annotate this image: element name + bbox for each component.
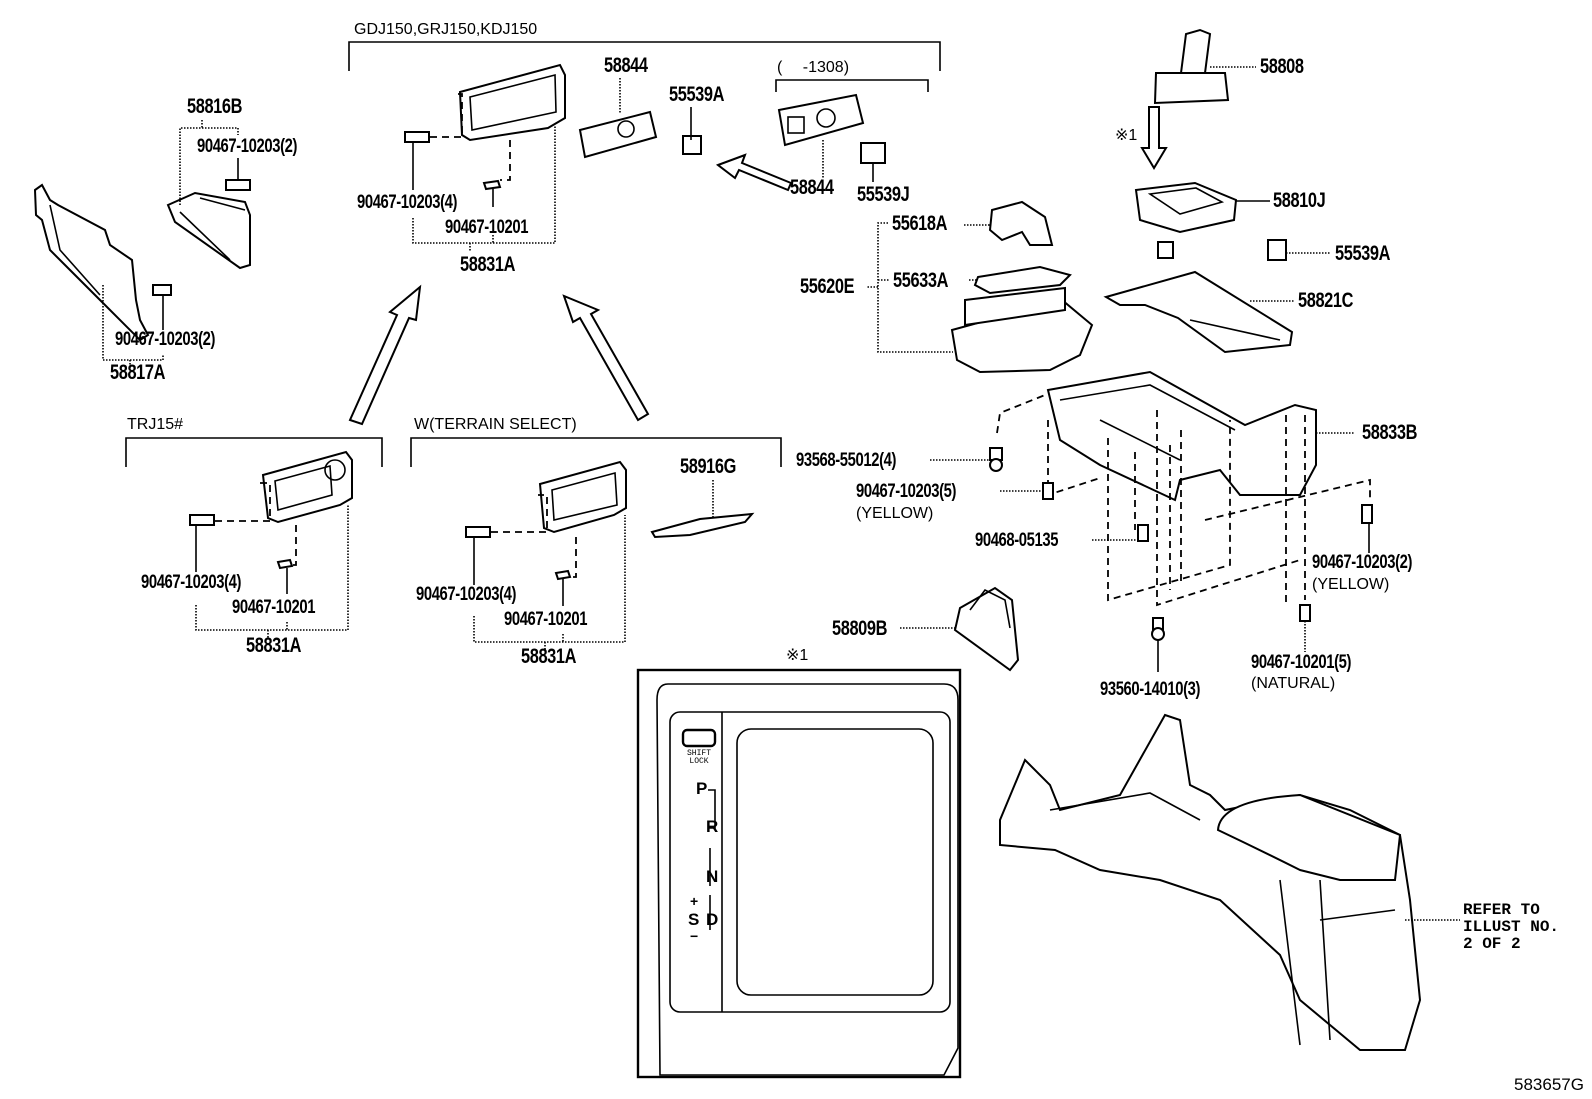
part-label-58844[interactable]: 58844 [604,54,648,77]
arrow-up-right-icon [348,284,422,426]
part-label-55539A[interactable]: 55539A [1335,242,1391,265]
part-label-58916G[interactable]: 58916G [680,455,736,478]
part-58916G-drawing [650,512,755,539]
part-58833B-drawing [1046,370,1317,502]
gear-p: P [696,779,708,798]
part-58844-b-drawing [777,93,865,147]
group-bracket-trj15 [125,437,383,467]
part-label-90467-10201[interactable]: 90467-10201 [445,217,529,238]
part-label-90467-10203-2-yellow[interactable]: 90467-10203(2) [1312,552,1413,573]
part-label-58831A[interactable]: 58831A [521,645,577,668]
part-label-90467-10201[interactable]: 90467-10201 [232,597,316,618]
part-58817A-drawing [33,183,150,342]
part-label-58810J[interactable]: 58810J [1273,189,1326,212]
illustration-code: 583657G [1514,1075,1584,1094]
gear-r: R [706,817,719,836]
group-label-terrain: W(TERRAIN SELECT) [414,416,577,433]
part-label-90467-10203-4[interactable]: 90467-10203(4) [357,192,458,213]
part-label-58817A[interactable]: 58817A [110,361,166,384]
shift-panel-detail [636,668,962,1079]
part-58816B-drawing [166,191,251,270]
part-label-58831A[interactable]: 58831A [460,253,516,276]
part-label-90467-10203-4[interactable]: 90467-10203(4) [141,572,242,593]
part-label-90467-10203-4[interactable]: 90467-10203(4) [416,584,517,605]
part-58821C-drawing [1103,270,1294,354]
part-label-55539J[interactable]: 55539J [857,183,910,206]
part-58810J-drawing [1134,181,1238,259]
fastener-90468 [1137,524,1149,542]
part-clip-58816B [225,179,251,191]
group-bracket-terrain [410,437,782,467]
gear-s: S [688,910,700,929]
part-label-55620E[interactable]: 55620E [800,275,855,298]
part-label-90467-10203-2[interactable]: 90467-10203(2) [115,329,216,350]
group-bracket-date-range [775,79,929,92]
fastener-93568 [989,447,1003,472]
part-label-58833B[interactable]: 58833B [1362,421,1418,444]
part-label-58809B[interactable]: 58809B [832,617,888,640]
shift-lock-button [681,728,717,748]
fastener-dash-lines [996,394,1371,607]
gear-plus: + [690,893,699,909]
part-label-58808[interactable]: 58808 [1260,55,1304,78]
gear-n: N [706,867,719,886]
part-label-90467-10203-5[interactable]: 90467-10203(5) [856,481,957,502]
group-label-trj15: TRJ15# [127,416,184,433]
leader-58831A-top [412,125,556,244]
gear-minus: − [690,928,699,944]
part-label-55539A[interactable]: 55539A [669,83,725,106]
part-label-90467-10201-5[interactable]: 90467-10201(5) [1251,652,1352,673]
part-label-93568-55012[interactable]: 93568-55012(4) [796,450,897,471]
part-55620E-drawing [950,286,1094,374]
leader-58817A [102,285,164,361]
part-58831A-top-drawing [404,63,566,191]
part-55539A-a-drawing [682,135,702,155]
leader-58816B [179,127,239,205]
shift-lock-label: SHIFT LOCK [687,749,712,767]
detail-ref-marker: ※1 [1115,127,1138,144]
fastener-90467-10203-2-yellow [1361,504,1373,524]
part-label-55618A[interactable]: 55618A [892,212,948,235]
part-58831A-trj-drawing [189,450,353,570]
gear-d: D [706,910,719,929]
part-label-90468-05135[interactable]: 90468-05135 [975,530,1059,551]
group-label-gdj150: GDJ150,GRJ150,KDJ150 [354,21,538,38]
part-label-55633A[interactable]: 55633A [893,269,949,292]
leader-58831A-trj [195,505,349,631]
part-label-58831A[interactable]: 58831A [246,634,302,657]
color-note-yellow: (YELLOW) [856,505,934,522]
part-label-58816B[interactable]: 58816B [187,95,243,118]
part-clip-58817A [152,284,172,296]
part-55618A-drawing [988,200,1054,246]
refer-note: REFER TO ILLUST NO. 2 OF 2 [1463,901,1560,953]
group-label-date-range: ( -1308) [777,59,850,76]
part-58844-a-drawing [578,110,658,159]
part-label-90467-10203-2[interactable]: 90467-10203(2) [197,136,298,157]
part-58808-drawing [1153,28,1230,105]
arrow-down-icon [1140,106,1168,170]
arrow-icon [715,153,793,192]
part-label-93560-14010[interactable]: 93560-14010(3) [1100,679,1201,700]
color-note-yellow: (YELLOW) [1312,576,1390,593]
fastener-90467-10203-5 [1042,482,1054,500]
part-label-90467-10201[interactable]: 90467-10201 [504,609,588,630]
part-label-58821C[interactable]: 58821C [1298,289,1354,312]
part-58831A-terrain-drawing [465,460,627,581]
fastener-90467-10201-5 [1299,604,1311,622]
color-note-natural: (NATURAL) [1251,675,1336,692]
detail-ref-marker-panel: ※1 [786,647,809,664]
part-55539J-drawing [860,142,886,164]
group-bracket-gdj150 [348,41,941,71]
fastener-93560 [1151,617,1165,641]
console-assembly-drawing [999,713,1422,1051]
part-55633A-drawing [973,265,1072,295]
arrow-up-left-icon [562,294,650,422]
dash-line [430,93,463,138]
leader-58831A-terrain [473,515,626,643]
part-55539A-b-drawing [1267,239,1287,261]
part-58809B-drawing [953,586,1020,672]
part-label-58844[interactable]: 58844 [790,176,834,199]
